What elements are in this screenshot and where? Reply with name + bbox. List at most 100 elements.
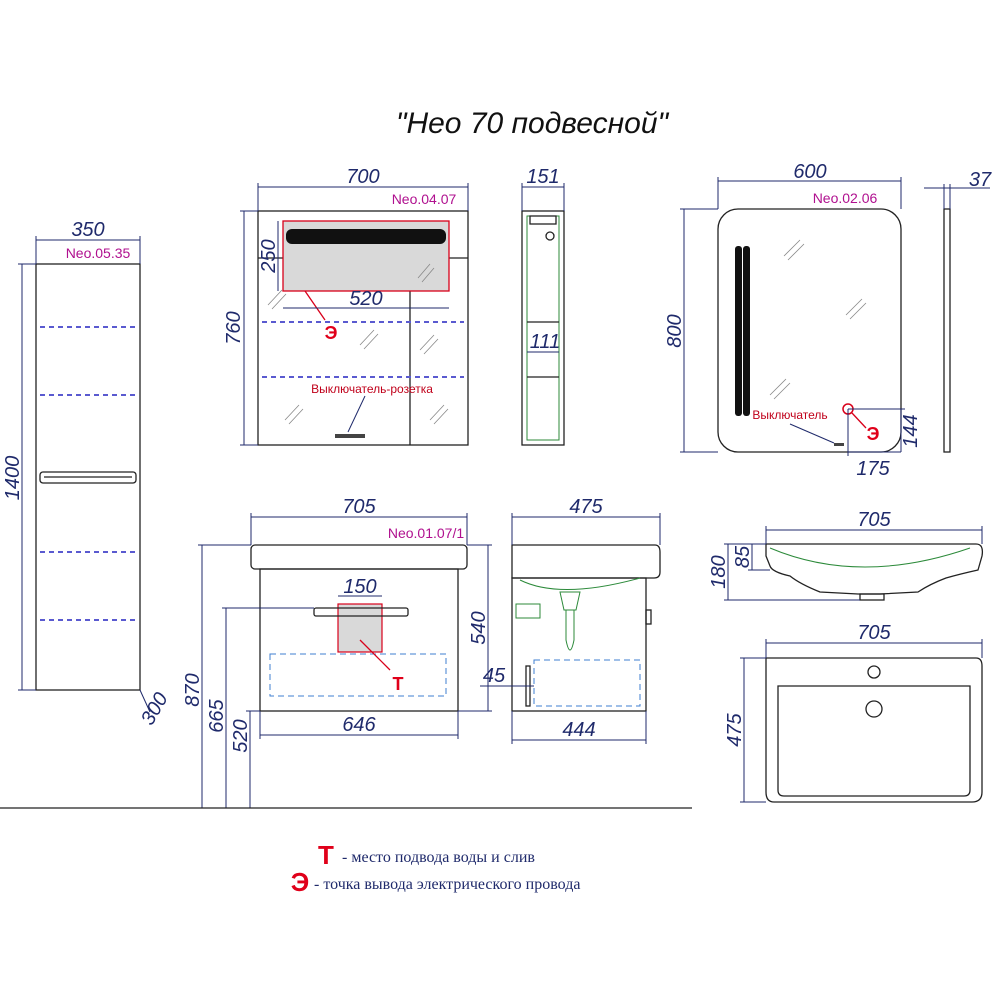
dim-lamp-width: 520 <box>349 288 382 310</box>
mirror-switch-label: Выключатель <box>752 408 827 422</box>
lamp-strip <box>286 229 446 244</box>
mirror-cabinet-view: Выключатель-розетка Э 700 Neo.04.07 760 … <box>223 166 469 446</box>
dim-body-width: 646 <box>342 714 376 736</box>
dim-mirror-depth: 37 <box>969 169 992 191</box>
basin-side-top <box>511 544 661 579</box>
basin-top-outline <box>765 657 983 803</box>
pencil-case-view: 350 Neo.05.35 1400 300 <box>2 219 173 729</box>
dim-pencil-width: 350 <box>71 219 104 241</box>
dim-offset: 45 <box>483 665 506 687</box>
lamp-fixture <box>545 231 555 241</box>
mirror-cabinet-body <box>257 210 469 446</box>
basin-top-bowl <box>777 685 971 797</box>
glass-glare <box>419 334 439 355</box>
dim-mirror-height: 800 <box>664 314 686 347</box>
mirror-side-view: 37 <box>924 169 992 453</box>
pencil-case-code: Neo.05.35 <box>66 245 131 261</box>
dim-cabinet-depth: 151 <box>526 166 559 188</box>
vanity-code: Neo.01.07/1 <box>388 525 464 541</box>
dim-floor-665: 665 <box>206 698 228 732</box>
leader-line <box>359 639 391 671</box>
cabinet-code: Neo.04.07 <box>392 191 457 207</box>
pipe-cutout <box>337 603 383 653</box>
dim-vanity-height: 540 <box>468 611 490 644</box>
glass-glare <box>284 404 304 425</box>
basin-drain <box>859 593 885 601</box>
legend-electric-symbol: Э <box>291 867 310 897</box>
glass-glare <box>783 239 805 261</box>
vanity-side-view: 475 444 45 <box>480 496 661 744</box>
vanity-side-body <box>511 577 647 712</box>
dim-basin-rim: 85 <box>732 545 754 568</box>
siphon <box>559 591 581 651</box>
glass-glare <box>267 289 287 310</box>
basin-bowl-profile <box>519 577 641 590</box>
dim-cutout-width: 150 <box>343 576 376 598</box>
mirror-code: Neo.02.06 <box>813 190 878 206</box>
electric-marker: Э <box>867 424 880 444</box>
drawing-title: "Нео 70 подвесной" <box>396 107 670 140</box>
switch-socket <box>335 434 365 438</box>
dim-side-depth: 475 <box>569 496 603 518</box>
mirror-side-body <box>943 208 951 453</box>
legend: Т - место подвода воды и слив Э - точка … <box>291 840 581 897</box>
glass-glare <box>769 378 791 400</box>
vanity-handle <box>313 607 409 617</box>
lamp-profile <box>529 215 557 225</box>
drawer-side-outline <box>533 659 641 707</box>
dim-shelf-depth: 111 <box>530 331 560 353</box>
vanity-body <box>259 568 459 712</box>
legend-water-text: - место подвода воды и слив <box>342 849 535 866</box>
legend-water-symbol: Т <box>318 840 334 870</box>
dim-floor-870: 870 <box>182 673 204 706</box>
dim-mirror-width: 600 <box>793 161 826 183</box>
vanity-basin-top <box>250 544 468 570</box>
dim-pencil-height: 1400 <box>2 456 24 501</box>
dim-inner-depth: 444 <box>562 719 595 741</box>
cabinet-side-inner <box>526 215 560 441</box>
vanity-view: Т 705 Neo.01.07/1 150 646 540 870 665 52… <box>0 496 692 809</box>
basin-side-view: 705 180 85 <box>708 509 984 601</box>
pencil-case-body <box>35 263 141 691</box>
drawer-outline <box>269 653 447 697</box>
electric-marker: Э <box>325 323 338 343</box>
dim-cabinet-height: 760 <box>223 311 245 344</box>
dim-basin-side-width: 705 <box>857 509 891 531</box>
mirror-view: Выключатель Э 600 Neo.02.06 800 144 175 <box>664 161 922 480</box>
mirror-cabinet-side-view: 151 111 <box>521 166 565 446</box>
wall-bracket <box>645 609 652 625</box>
pipe-fitting <box>515 603 541 619</box>
glass-glare <box>845 298 867 320</box>
light-strip <box>743 246 750 416</box>
dim-line <box>139 689 151 713</box>
glass-glare <box>359 329 379 350</box>
basin-side-bowl <box>769 547 971 568</box>
glass-glare <box>429 404 449 425</box>
mirror-body <box>717 208 902 453</box>
leader-line <box>851 412 867 429</box>
dim-switch-offset: 175 <box>856 458 890 480</box>
dim-vanity-width: 705 <box>342 496 376 518</box>
dim-basin-height: 180 <box>708 555 730 588</box>
dim-switch-height: 144 <box>900 414 922 447</box>
switch-button <box>834 443 844 446</box>
legend-electric-text: - точка вывода электрического провода <box>314 876 580 893</box>
basin-side-body <box>765 543 984 595</box>
dim-cabinet-width: 700 <box>346 166 379 188</box>
glass-glare <box>417 263 435 283</box>
drain-hole <box>865 700 883 718</box>
water-marker: Т <box>393 674 404 694</box>
dim-basin-depth: 475 <box>724 712 746 746</box>
tap-hole <box>867 665 881 679</box>
basin-top-view: 705 475 <box>724 622 983 803</box>
leader-line <box>347 395 366 433</box>
dim-basin-top-width: 705 <box>857 622 891 644</box>
light-strip <box>735 246 742 416</box>
leader-line <box>789 423 835 444</box>
cabinet-side-body <box>521 210 565 446</box>
dim-floor-520: 520 <box>230 719 252 752</box>
pencil-case-handle <box>39 471 137 484</box>
leader-line <box>304 290 326 321</box>
dim-lamp-height: 250 <box>258 239 280 273</box>
